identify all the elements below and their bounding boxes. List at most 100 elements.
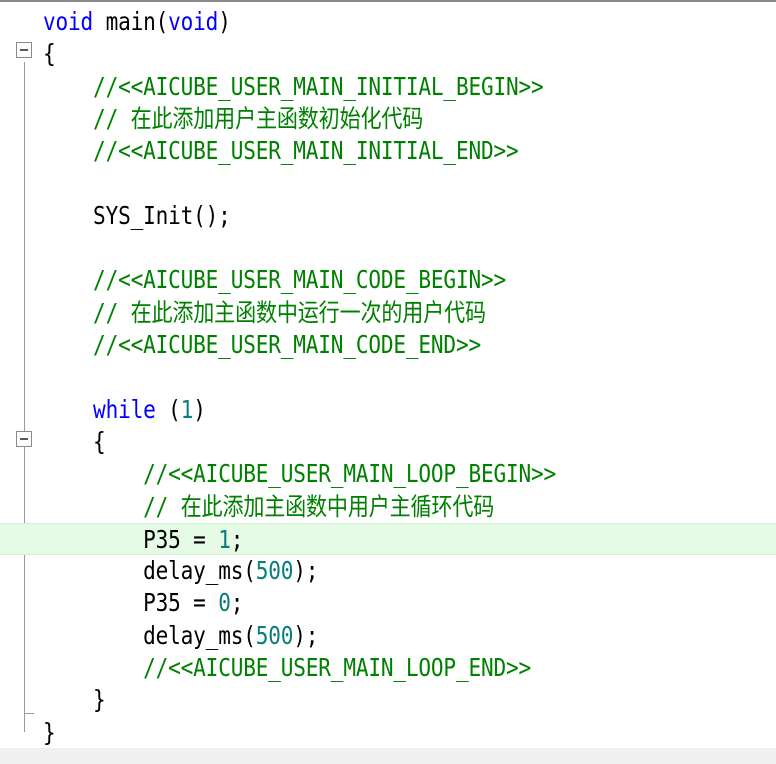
number-token: 1 bbox=[180, 394, 194, 424]
code-text: // 在此添加用户主函数初始化代码 bbox=[43, 103, 424, 133]
code-text: while (1) bbox=[43, 394, 206, 424]
code-text: SYS_Init(); bbox=[43, 200, 231, 230]
code-line[interactable]: //<<AICUBE_USER_MAIN_LOOP_END>> bbox=[0, 652, 776, 684]
indent bbox=[43, 685, 93, 714]
code-text: //<<AICUBE_USER_MAIN_INITIAL_END>> bbox=[43, 137, 519, 165]
code-line[interactable]: //<<AICUBE_USER_MAIN_CODE_END>> bbox=[0, 329, 776, 361]
code-token: ; bbox=[230, 588, 244, 618]
comment-token: //<<AICUBE_USER_MAIN_CODE_BEGIN>> bbox=[93, 265, 507, 295]
code-line[interactable]: // 在此添加主函数中运行一次的用户代码 bbox=[0, 297, 776, 329]
code-text: //<<AICUBE_USER_MAIN_CODE_BEGIN>> bbox=[43, 266, 506, 294]
indent bbox=[43, 427, 93, 456]
code-token: delay_ms( bbox=[143, 620, 256, 650]
code-token: ); bbox=[293, 620, 319, 650]
code-line[interactable]: void main(void) bbox=[0, 6, 776, 38]
indent bbox=[43, 201, 93, 230]
code-text: // 在此添加主函数中用户主循环代码 bbox=[43, 491, 495, 521]
code-line[interactable]: P35 = 0; bbox=[0, 587, 776, 619]
keyword-token: while bbox=[93, 394, 156, 424]
code-line[interactable]: //<<AICUBE_USER_MAIN_INITIAL_BEGIN>> bbox=[0, 71, 776, 103]
indent bbox=[43, 653, 143, 682]
code-token: ) bbox=[193, 394, 206, 424]
comment-token: // 在此添加用户主函数初始化代码 bbox=[93, 103, 424, 133]
comment-token: //<<AICUBE_USER_MAIN_LOOP_END>> bbox=[143, 653, 532, 682]
editor-bottom-strip bbox=[0, 748, 776, 764]
indent bbox=[43, 556, 143, 585]
fold-guide-line bbox=[24, 62, 25, 732]
comment-token: //<<AICUBE_USER_MAIN_INITIAL_END>> bbox=[93, 136, 519, 166]
code-token: } bbox=[93, 685, 106, 715]
indent bbox=[43, 265, 93, 294]
code-text: // 在此添加主函数中运行一次的用户代码 bbox=[43, 297, 486, 327]
indent bbox=[43, 459, 143, 488]
code-editor[interactable]: void main(void) { //<<AICUBE_USER_MAIN_IN… bbox=[0, 0, 776, 748]
number-token: 500 bbox=[255, 556, 294, 586]
indent bbox=[43, 72, 93, 101]
indent bbox=[43, 588, 143, 617]
code-text: //<<AICUBE_USER_MAIN_LOOP_END>> bbox=[43, 654, 531, 682]
fold-end-marker bbox=[24, 713, 34, 714]
code-text: //<<AICUBE_USER_MAIN_LOOP_BEGIN>> bbox=[43, 460, 556, 488]
keyword-token: void bbox=[43, 7, 94, 36]
code-line[interactable]: //<<AICUBE_USER_MAIN_CODE_BEGIN>> bbox=[0, 264, 776, 296]
code-text: delay_ms(500); bbox=[43, 557, 318, 585]
indent bbox=[43, 492, 143, 521]
indent bbox=[43, 298, 93, 327]
code-text: P35 = 0; bbox=[43, 589, 243, 617]
code-token: { bbox=[93, 426, 106, 456]
code-line[interactable]: } bbox=[0, 684, 776, 716]
code-line[interactable]: } bbox=[0, 717, 776, 748]
fold-collapse-icon[interactable] bbox=[16, 431, 32, 447]
code-text: { bbox=[43, 40, 56, 68]
keyword-token: void bbox=[168, 7, 219, 36]
code-token: ; bbox=[230, 524, 244, 554]
code-line[interactable] bbox=[0, 361, 776, 393]
indent bbox=[43, 621, 143, 650]
fold-gutter bbox=[0, 2, 40, 748]
comment-token: //<<AICUBE_USER_MAIN_LOOP_BEGIN>> bbox=[143, 459, 557, 489]
code-line[interactable]: delay_ms(500); bbox=[0, 555, 776, 587]
code-line[interactable] bbox=[0, 232, 776, 264]
number-token: 1 bbox=[218, 524, 231, 554]
code-line[interactable]: { bbox=[0, 426, 776, 458]
code-line[interactable]: delay_ms(500); bbox=[0, 620, 776, 652]
code-line[interactable]: // 在此添加用户主函数初始化代码 bbox=[0, 103, 776, 135]
code-line[interactable]: //<<AICUBE_USER_MAIN_INITIAL_END>> bbox=[0, 135, 776, 167]
code-token: ) bbox=[218, 7, 231, 36]
code-token: main( bbox=[93, 7, 169, 36]
code-token: { bbox=[43, 39, 56, 69]
number-token: 500 bbox=[255, 620, 294, 650]
code-token: ( bbox=[155, 394, 181, 424]
indent bbox=[43, 395, 93, 424]
indent bbox=[43, 104, 93, 133]
code-token: ); bbox=[293, 556, 319, 586]
code-line[interactable] bbox=[0, 168, 776, 200]
code-text: void main(void) bbox=[43, 8, 231, 36]
indent bbox=[43, 525, 143, 554]
code-token: delay_ms( bbox=[143, 556, 256, 586]
code-line[interactable]: { bbox=[0, 38, 776, 70]
code-token: } bbox=[43, 717, 56, 747]
code-line[interactable]: // 在此添加主函数中用户主循环代码 bbox=[0, 491, 776, 523]
comment-token: // 在此添加主函数中运行一次的用户代码 bbox=[93, 297, 486, 327]
code-token: P35 = bbox=[143, 524, 219, 554]
code-text: } bbox=[43, 686, 106, 714]
code-text: //<<AICUBE_USER_MAIN_INITIAL_BEGIN>> bbox=[43, 71, 544, 101]
indent bbox=[43, 330, 93, 359]
code-text: } bbox=[43, 717, 56, 747]
code-text: { bbox=[43, 426, 106, 456]
code-token: SYS_Init(); bbox=[93, 200, 231, 230]
indent bbox=[43, 136, 93, 165]
code-text: delay_ms(500); bbox=[43, 620, 319, 650]
code-line[interactable]: //<<AICUBE_USER_MAIN_LOOP_BEGIN>> bbox=[0, 458, 776, 490]
comment-token: //<<AICUBE_USER_MAIN_CODE_END>> bbox=[93, 330, 481, 359]
code-text: //<<AICUBE_USER_MAIN_CODE_END>> bbox=[43, 331, 481, 359]
code-line-current[interactable]: P35 = 1; bbox=[0, 522, 776, 555]
code-line[interactable]: while (1) bbox=[0, 394, 776, 426]
number-token: 0 bbox=[218, 588, 231, 618]
code-token: P35 = bbox=[143, 588, 219, 618]
comment-token: //<<AICUBE_USER_MAIN_INITIAL_BEGIN>> bbox=[93, 71, 544, 101]
fold-collapse-icon[interactable] bbox=[16, 42, 32, 58]
code-line[interactable]: SYS_Init(); bbox=[0, 200, 776, 232]
comment-token: // 在此添加主函数中用户主循环代码 bbox=[143, 491, 495, 521]
